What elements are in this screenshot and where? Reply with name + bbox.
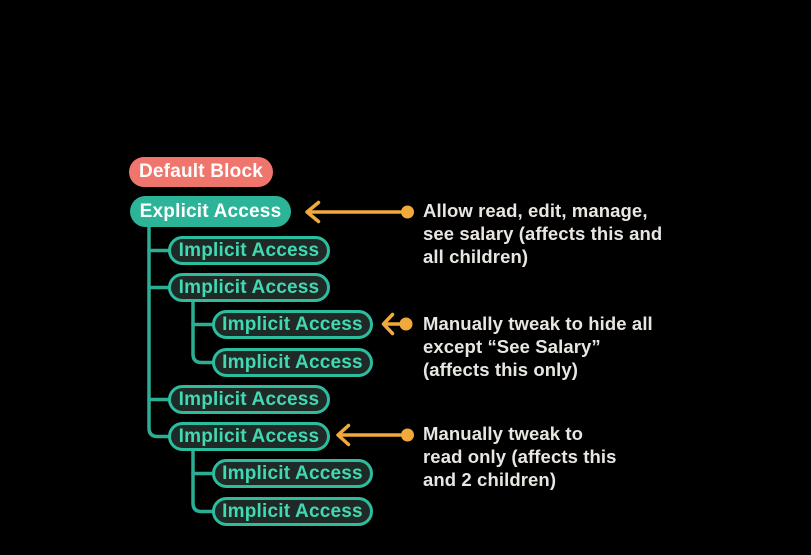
annotation-line: read only (affects this [423, 446, 617, 467]
implicit-access-pill-7: Implicit Access [212, 459, 373, 488]
connector-subtrunk [191, 448, 214, 514]
implicit-access-pill-5: Implicit Access [168, 385, 330, 414]
implicit-access-pill-6: Implicit Access [168, 422, 330, 451]
annotation-line: all children) [423, 246, 529, 267]
implicit-access-pill-3: Implicit Access [212, 310, 373, 339]
annotation-line: (affects this only) [423, 359, 579, 380]
annotation-explicit-access: Allow read, edit, manage, see salary (af… [423, 199, 723, 268]
arrow-left-chevron-icon [336, 423, 351, 447]
arrow-left-chevron-icon [381, 312, 395, 336]
arrow-dots [399, 205, 414, 442]
annotation-line: see salary (affects this and [423, 223, 663, 244]
implicit-access-pill-4: Implicit Access [212, 348, 373, 377]
annotation-hide-all: Manually tweak to hide all except “See S… [423, 312, 723, 381]
arrow-dot [401, 205, 414, 219]
annotation-line: Allow read, edit, manage, [423, 200, 648, 221]
annotation-line: and 2 children) [423, 469, 557, 490]
tree-connectors [147, 223, 214, 514]
implicit-access-pill-1: Implicit Access [168, 236, 330, 265]
implicit-access-pill-8: Implicit Access [212, 497, 373, 526]
annotation-read-only: Manually tweak to read only (affects thi… [423, 422, 723, 491]
implicit-access-pill-2: Implicit Access [168, 273, 330, 302]
default-block-pill: Default Block [129, 157, 273, 187]
connector-trunk [147, 223, 170, 439]
explicit-access-pill: Explicit Access [130, 196, 291, 227]
connector-subtrunk [191, 299, 214, 365]
annotation-line: Manually tweak to hide all [423, 313, 653, 334]
arrow-dot [401, 428, 414, 442]
annotation-line: except “See Salary” [423, 336, 601, 357]
arrow-dot [399, 317, 413, 331]
annotation-arrows [305, 200, 402, 447]
annotation-line: Manually tweak to [423, 423, 584, 444]
arrow-left-chevron-icon [305, 200, 321, 224]
